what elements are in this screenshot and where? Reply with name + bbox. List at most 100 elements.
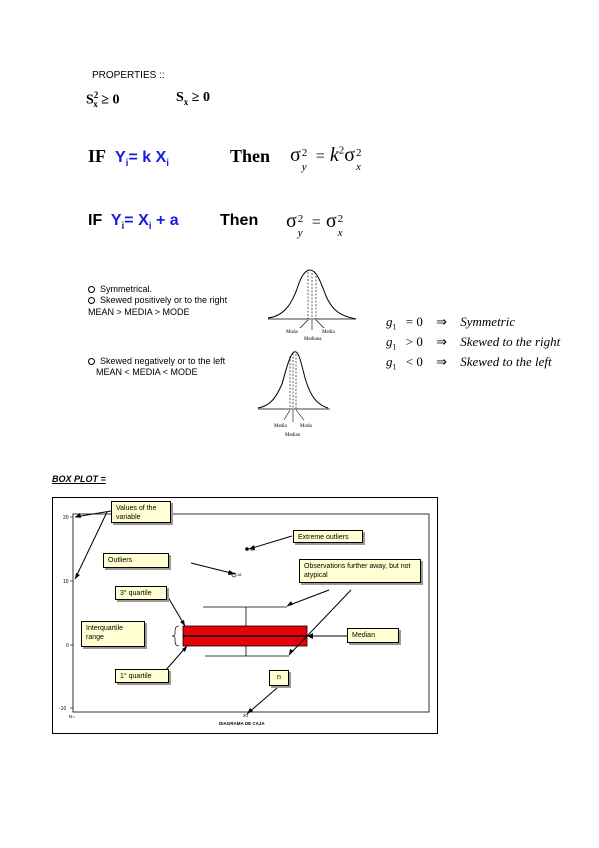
rule1-then: Then [230, 146, 271, 166]
rule1-y-sub: i [125, 158, 129, 170]
rule-scaling: IF Yi= k Xi [88, 146, 169, 169]
rule2-eq: = X [124, 212, 149, 229]
rule1-x-sub: i [166, 158, 170, 170]
g-rule-2-sub: 1 [392, 362, 397, 372]
curve2-label-bottom: Median [285, 433, 301, 438]
callout-outliers: Outliers [103, 553, 169, 568]
curve1-path [267, 269, 357, 320]
skewed-left-curve-diagram: Media Moda Median [257, 351, 330, 438]
rule1-k: k [329, 144, 339, 166]
rule2-sigma-y: σ [286, 210, 297, 232]
prop1-sub: x [93, 99, 98, 110]
outlier-point [231, 572, 237, 578]
ytick-0: 0 [66, 643, 69, 649]
rule1-sub-x: x [355, 161, 361, 173]
skew-negative-text: Skewed negatively or to the left [100, 356, 226, 366]
curve2-label-left: Media [274, 424, 288, 429]
callout-q3: 3° quartile [115, 586, 167, 600]
g-rule-2-arrow: ⇒ [436, 354, 447, 369]
outlier-label: 18 [237, 572, 242, 577]
n-value: 20 [243, 713, 249, 718]
bullet-icon [88, 286, 95, 294]
property-variance-nonnegative: S2x ≥ 0 [86, 90, 119, 109]
rule1-k-sup: 2 [338, 144, 345, 157]
skew-negative: Skewed negatively or to the left [88, 356, 225, 366]
skew-positive-text: Skewed positively or to the right [100, 295, 228, 305]
g-rule-0-rel: = 0 [405, 314, 423, 329]
rule2-if: IF [88, 212, 103, 229]
rule2-sup-x: 2 [337, 213, 344, 225]
rule1-sub-y: y [301, 161, 307, 173]
callout-extreme: Extreme outliers [293, 530, 363, 543]
prop1-sup: 2 [93, 90, 99, 100]
ytick-10: 10 [63, 579, 69, 585]
g-rule-0-text: Symmetric [460, 314, 516, 329]
rule2-equals: = [311, 214, 321, 231]
rule1-equals: = [315, 148, 325, 165]
g-rule-right: g1 > 0 ⇒ Skewed to the right [386, 334, 560, 352]
rule1-eq: = k X [128, 149, 167, 166]
rule2-sub-x: x [337, 227, 343, 239]
prop2-rel: ≥ 0 [188, 90, 210, 105]
rule2-y-sub: i [121, 221, 125, 233]
rule1-sigma-y: σ [290, 144, 301, 166]
g-rule-0-arrow: ⇒ [436, 314, 447, 329]
prop2-s: S [176, 90, 184, 105]
curve2-path [257, 351, 329, 409]
ytick-20: 20 [63, 515, 69, 521]
g-rule-1-sub: 1 [392, 342, 397, 352]
skew-positive: Skewed positively or to the right [88, 295, 227, 305]
rule2-sup-y: 2 [297, 213, 304, 225]
g-rule-1-arrow: ⇒ [436, 334, 447, 349]
x-axis-label: DIAGRAMA DE CAJA [219, 721, 265, 726]
rule2-sigma-x: σ [325, 210, 337, 232]
g-rule-0-sub: 1 [392, 322, 397, 332]
n-label: N= [69, 714, 75, 719]
rule1-sup-y: 2 [301, 147, 308, 159]
rule1-sigma-x: σ [344, 144, 355, 166]
curve1-label-bottom: Mediana [304, 337, 322, 342]
rule1-if: IF [88, 146, 106, 166]
skew-positive-order: MEAN > MEDIA > MODE [88, 307, 190, 317]
curve1-label-right: Media [322, 330, 336, 335]
g-rule-symmetric: g1 = 0 ⇒ Symmetric [386, 314, 515, 332]
prop1-s: S [86, 92, 94, 108]
rule2-y: Y [110, 212, 122, 229]
rule2-then: Then [220, 212, 259, 229]
boxplot-svg: 20 10 0 -10 N= 20 DIAGRAMA DE CAJA 18 19 [59, 510, 430, 726]
skew-symmetrical: Symmetrical. [88, 284, 152, 294]
callout-iqr: Interquartile range [81, 621, 145, 647]
callout-values: Values of the variable [111, 501, 171, 523]
callout-q1: 1° quartile [115, 669, 169, 683]
boxplot-heading: BOX PLOT = [52, 474, 106, 484]
ytick-minus10: -10 [59, 706, 66, 712]
rule1-sup-x: 2 [355, 147, 362, 159]
g-rule-left: g1 < 0 ⇒ Skewed to the left [386, 354, 552, 372]
rule2-x-sub: i [148, 221, 152, 233]
prop2-sub: x [183, 96, 189, 107]
iqr-brace [171, 625, 180, 647]
g-rule-1-g: g [386, 334, 393, 349]
g-rule-2-text: Skewed to the left [460, 354, 552, 369]
curve2-label-right: Moda [300, 424, 312, 429]
skewed-right-curve-diagram: Moda Media Mediana [267, 269, 357, 342]
callout-median: Median [347, 628, 399, 643]
bullet-icon [88, 358, 95, 366]
rule1-y: Y [115, 149, 126, 166]
property-sd-nonnegative: Sx ≥ 0 [176, 90, 210, 107]
skew-negative-order: MEAN < MEDIA < MODE [96, 367, 198, 377]
rule-shift: IF Yi= Xi + a [88, 212, 179, 232]
skew-symmetrical-text: Symmetrical. [100, 284, 153, 294]
curve1-label-left: Moda [286, 330, 298, 335]
boxplot-frame: 20 10 0 -10 N= 20 DIAGRAMA DE CAJA 18 19 [52, 497, 438, 734]
bullet-icon [88, 297, 95, 305]
g-rule-1-text: Skewed to the right [460, 334, 561, 349]
rule2-sub-y: y [297, 227, 303, 239]
g-rule-2-g: g [386, 354, 393, 369]
properties-label: PROPERTIES :: [92, 70, 165, 81]
g-rule-1-rel: > 0 [405, 334, 423, 349]
prop1-rel: ≥ 0 [97, 92, 120, 108]
callout-n: n [269, 670, 289, 686]
g-rule-2-rel: < 0 [405, 354, 423, 369]
